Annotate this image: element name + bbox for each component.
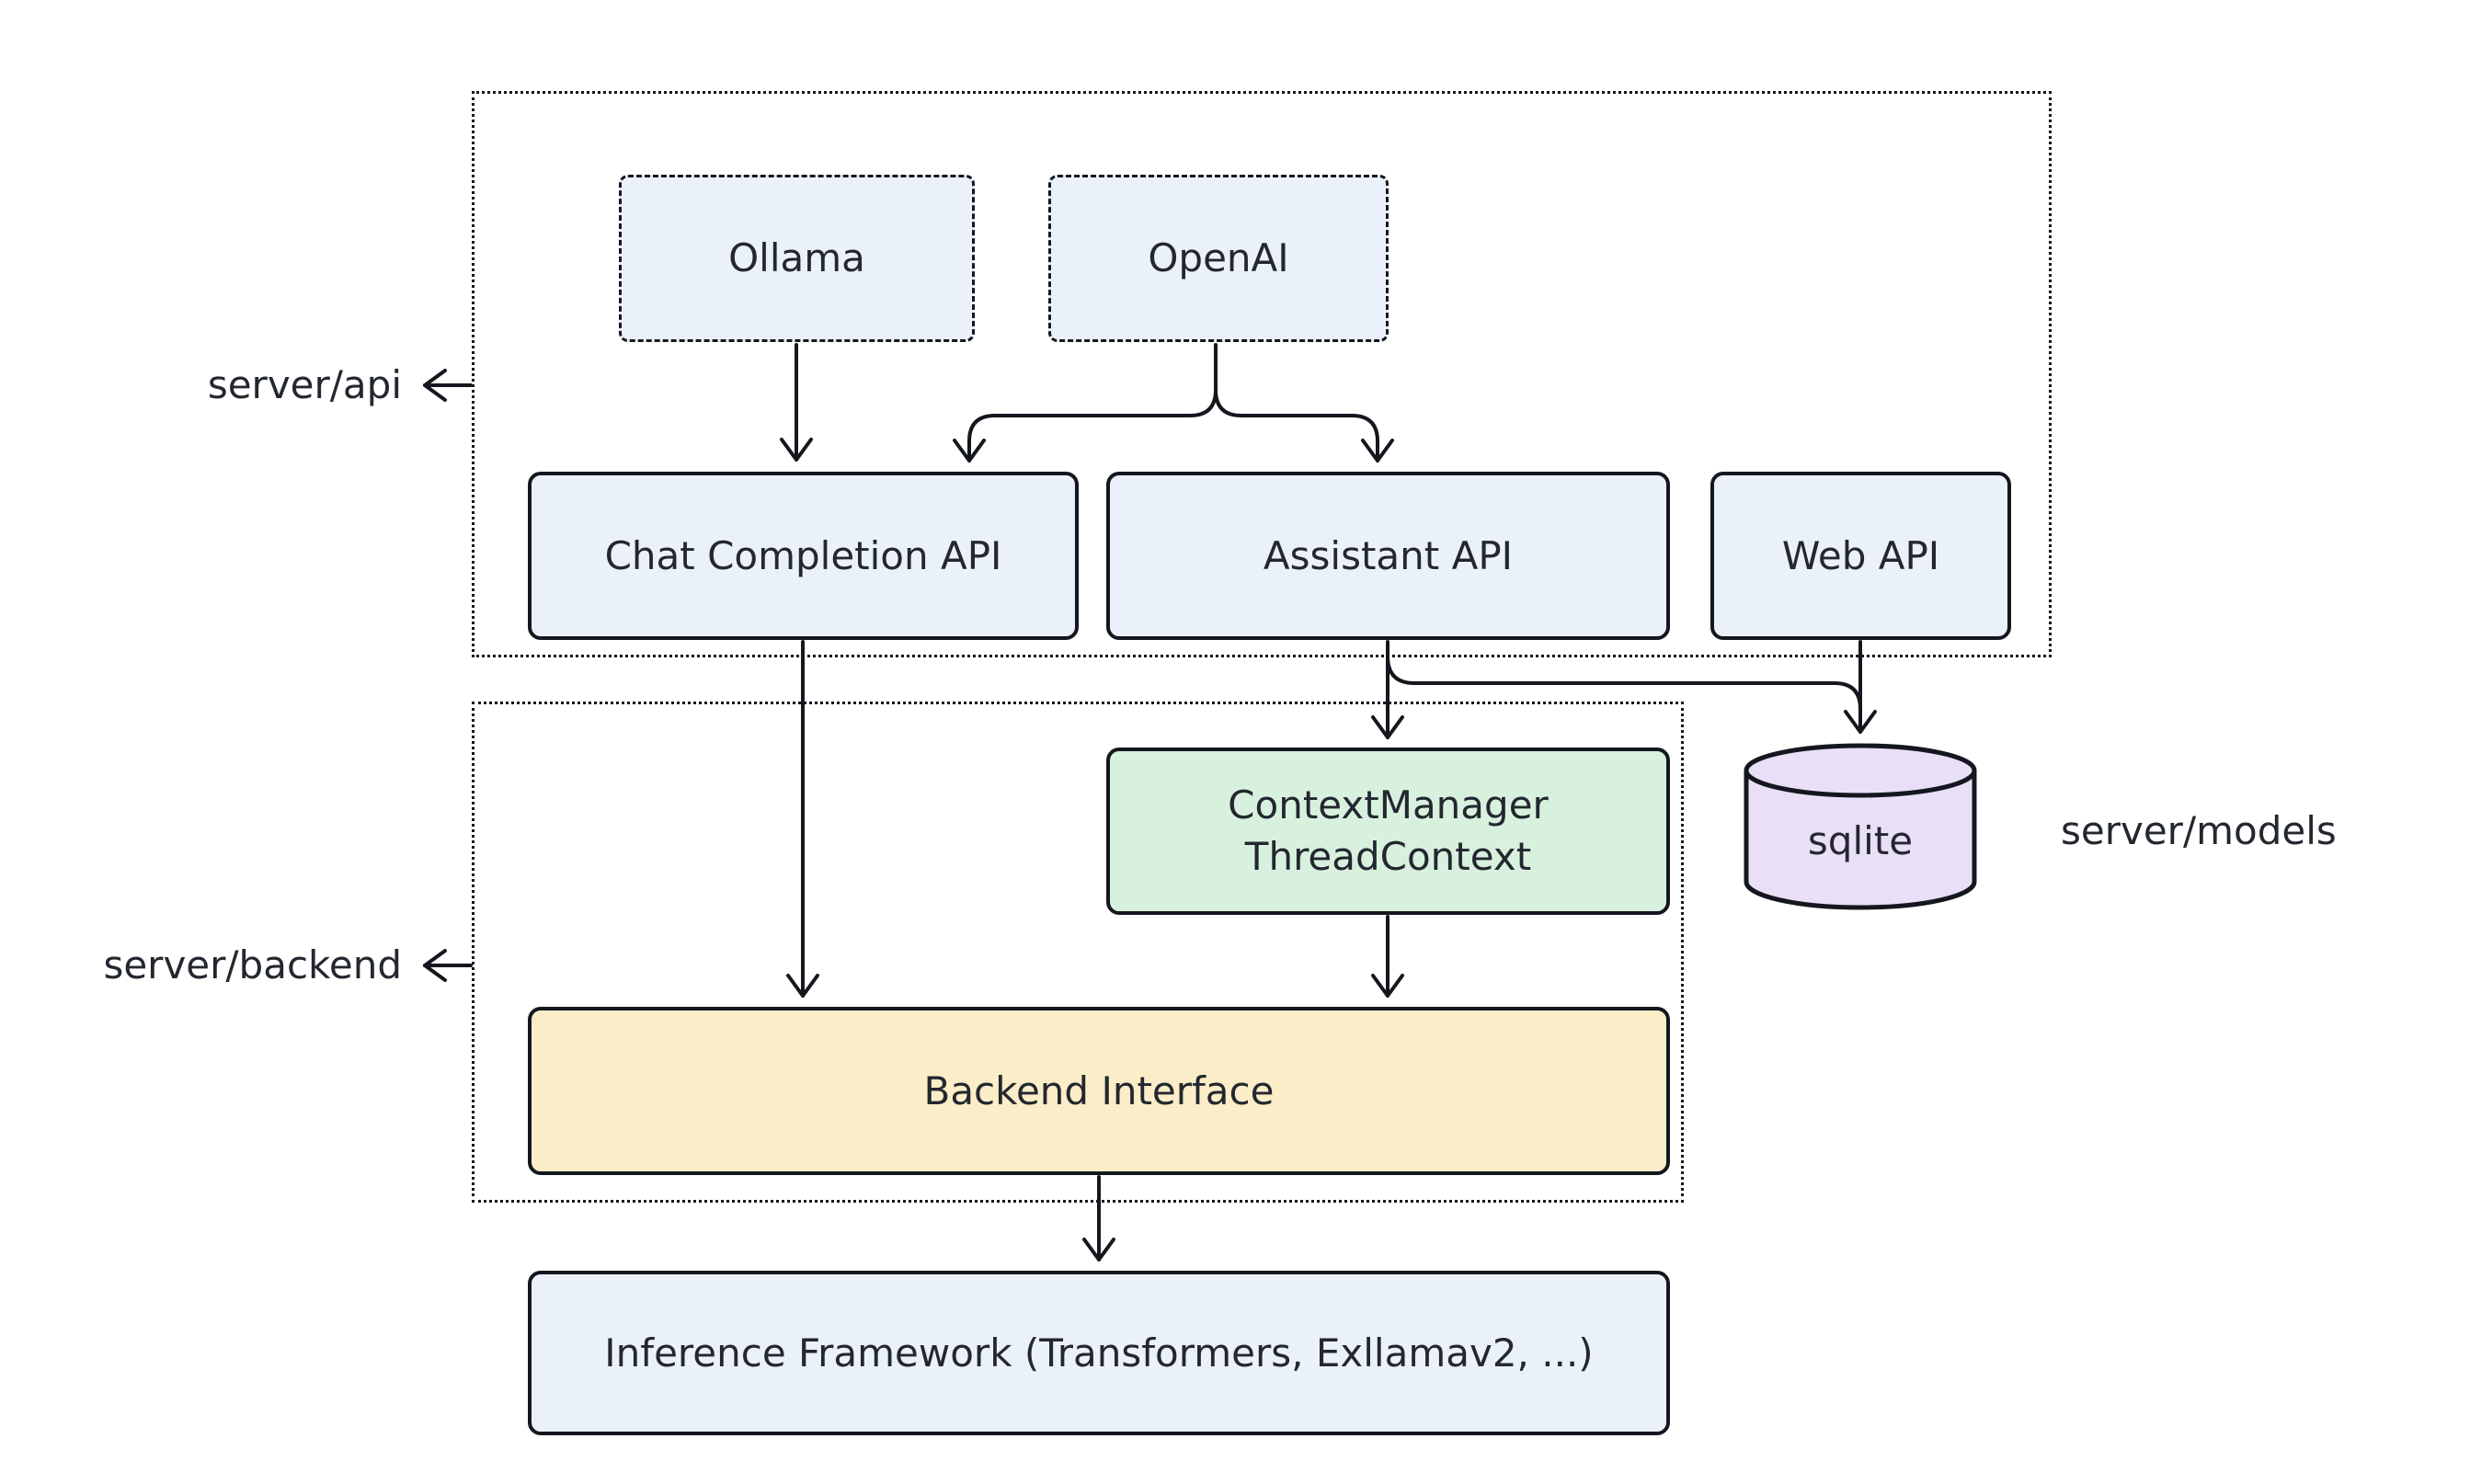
node-assistant-api-label: Assistant API bbox=[1263, 532, 1514, 578]
node-chat-completion-api: Chat Completion API bbox=[528, 472, 1079, 640]
node-backend-interface: Backend Interface bbox=[528, 1007, 1670, 1175]
node-ollama-label: Ollama bbox=[728, 235, 865, 280]
node-web-api-label: Web API bbox=[1781, 532, 1940, 578]
region-server-backend bbox=[472, 702, 1684, 1203]
server-models-label-text: server/models bbox=[2061, 808, 2337, 853]
context-manager-line1: ContextManager bbox=[1228, 782, 1549, 828]
region-server-api bbox=[472, 91, 2052, 657]
node-sqlite: sqlite bbox=[1742, 741, 1979, 914]
node-backend-interface-label: Backend Interface bbox=[923, 1067, 1275, 1113]
node-inference-framework-label: Inference Framework (Transformers, Exlla… bbox=[604, 1330, 1594, 1376]
node-context-manager: ContextManager ThreadContext bbox=[1106, 748, 1670, 915]
node-inference-framework: Inference Framework (Transformers, Exlla… bbox=[528, 1271, 1670, 1435]
server-backend-label: server/backend bbox=[78, 943, 402, 987]
server-api-label: server/api bbox=[138, 363, 402, 407]
server-models-label: server/models bbox=[2061, 809, 2337, 853]
server-api-label-text: server/api bbox=[207, 362, 402, 407]
node-openai-label: OpenAI bbox=[1148, 235, 1289, 280]
node-context-manager-label: ContextManager ThreadContext bbox=[1228, 780, 1549, 883]
node-web-api: Web API bbox=[1710, 472, 2011, 640]
server-backend-label-text: server/backend bbox=[103, 942, 402, 987]
context-manager-line2: ThreadContext bbox=[1244, 834, 1532, 879]
node-chat-completion-api-label: Chat Completion API bbox=[604, 532, 1002, 578]
node-ollama: Ollama bbox=[619, 175, 975, 342]
database-cylinder-icon bbox=[1744, 743, 1977, 910]
node-openai: OpenAI bbox=[1048, 175, 1389, 342]
node-assistant-api: Assistant API bbox=[1106, 472, 1670, 640]
node-sqlite-label: sqlite bbox=[1807, 818, 1914, 863]
